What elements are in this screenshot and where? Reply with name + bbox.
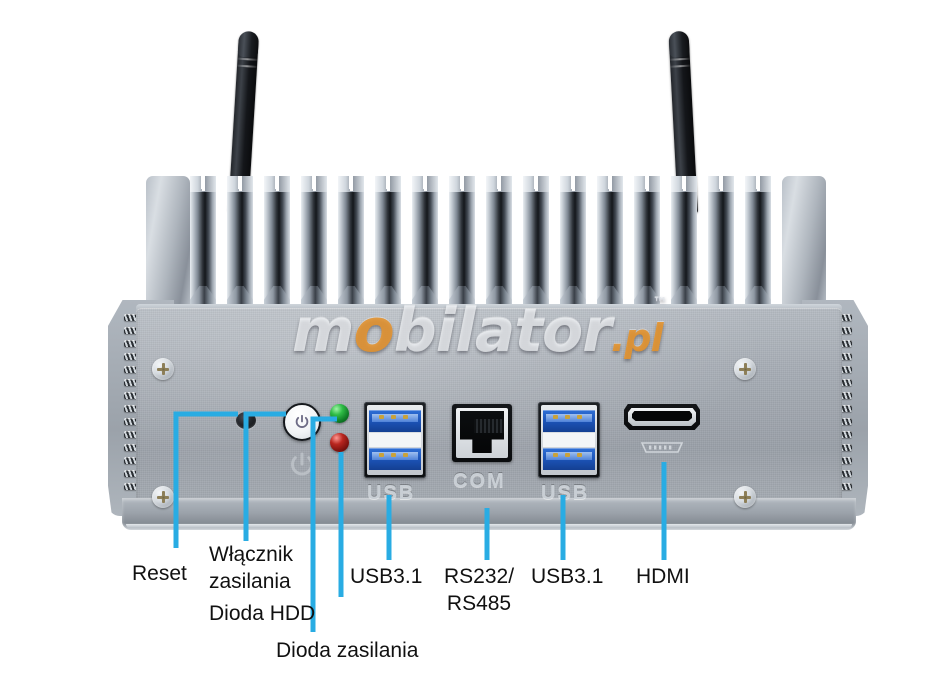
antenna-right-ring-2 [670,64,691,68]
callout-label-hdd-led: Dioda HDD [209,602,316,625]
power-symbol-print-icon [291,452,313,476]
antenna-left-ring-2 [236,64,258,68]
chassis-body: USB COM USB [108,300,868,532]
usb-left-silk: USB [367,482,416,504]
heatsink-fin-notch [201,176,205,189]
power-button[interactable] [283,403,321,441]
screw-top-right [734,358,756,380]
usb-stack-left[interactable] [364,402,426,478]
usb-right-divider [543,433,595,447]
usb-port-right-top[interactable] [543,410,595,432]
hdmi-symbol-print-icon [640,442,684,453]
screw-bottom-right [734,486,756,508]
hdd-led [330,433,349,452]
usb-port-right-bottom[interactable] [543,448,595,470]
antenna-left-cap [237,30,260,58]
heatsink-fin-notch [238,176,242,189]
hdmi-port[interactable] [624,404,700,430]
reset-hole[interactable] [236,412,256,429]
heatsink-fin-notch [497,176,501,189]
heatsink-fin-notch [460,176,464,189]
usb-left-divider [369,433,421,447]
usb-port-left-top[interactable] [369,410,421,432]
chassis-base-highlight [126,524,852,528]
callout-label-usb-right: USB3.1 [531,565,604,588]
heatsink-fin-notch [423,176,427,189]
heatsink-fin-notch [349,176,353,189]
power-icon [295,414,309,428]
antenna-right-cap [668,30,690,58]
screw-bottom-left [152,486,174,508]
callout-label-power-led: Dioda zasilania [276,639,419,662]
screw-top-left [152,358,174,380]
com-port[interactable] [452,404,512,462]
heatsink-fin-notch [682,176,686,189]
power-led [330,404,349,423]
heatsink-fin-notch [386,176,390,189]
heatsink-fin-notch [719,176,723,189]
callout-label-reset: Reset [132,562,187,585]
callout-label-serial: RS232/ RS485 [444,565,515,615]
com-silk: COM [453,470,506,492]
heatsink-fin-notch [608,176,612,189]
usb-port-left-bottom[interactable] [369,448,421,470]
heatsink-fin-notch [275,176,279,189]
com-port-contacts [474,419,504,433]
callout-label-hdmi: HDMI [636,565,690,588]
usb-stack-right[interactable] [538,402,600,478]
heatsink-fin-notch [645,176,649,189]
callout-label-usb-left: USB3.1 [350,565,423,588]
antenna-left-ring-1 [237,57,258,61]
heatsink-fin-notch [534,176,538,189]
usb-right-silk: USB [541,482,590,504]
heatsink-fin-notch [312,176,316,189]
heatsink-fin-notch [571,176,575,189]
antenna-right-ring-1 [669,57,690,61]
callout-label-power-switch: Włącznik zasilania [209,543,294,593]
hdmi-port-slot [632,411,692,421]
heatsink-fin-notch [756,176,760,189]
